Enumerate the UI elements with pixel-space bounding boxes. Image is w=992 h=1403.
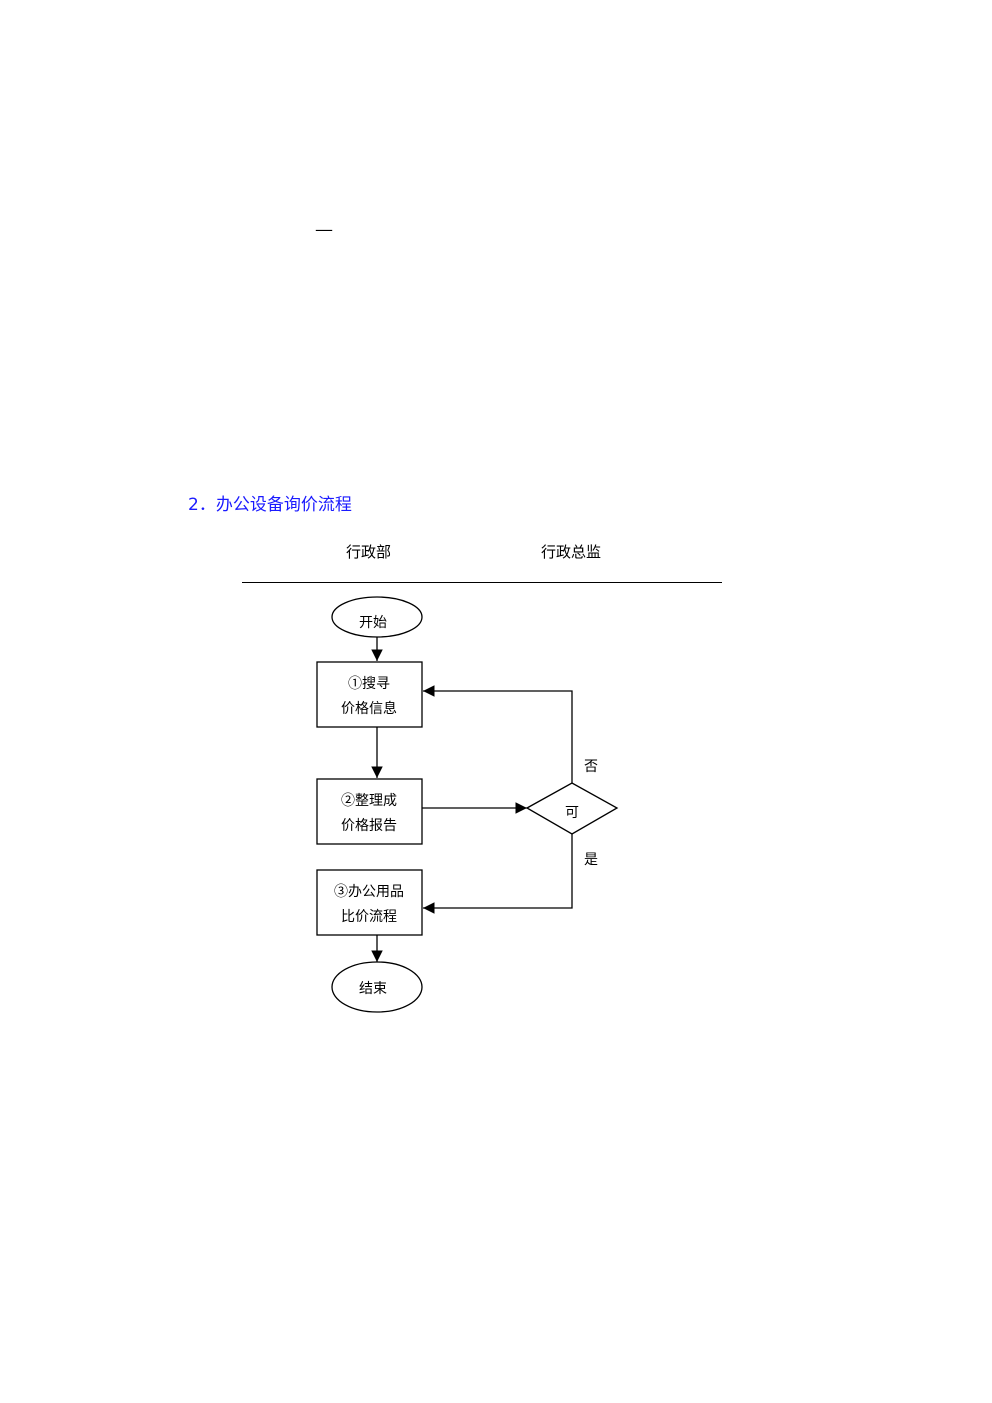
step3-node: ③办公用品 比价流程 — [316, 869, 423, 936]
step3-label-line2: 比价流程 — [341, 909, 397, 925]
yes-branch-label: 是 — [584, 852, 598, 868]
no-branch-label: 否 — [584, 759, 598, 775]
lane-header-admin-dept: 行政部 — [346, 543, 392, 561]
stray-dash-mark: — — [315, 219, 333, 240]
end-label: 结束 — [359, 981, 387, 997]
decision-label: 可 — [565, 805, 579, 821]
step1-label-line2: 价格信息 — [341, 700, 397, 717]
step3-label-line1: ③办公用品 — [334, 884, 404, 900]
section-title: 2．办公设备询价流程 — [188, 495, 352, 515]
decision-node: 可 — [525, 782, 619, 835]
end-node: 结束 — [331, 961, 423, 1013]
start-label: 开始 — [359, 615, 387, 631]
lane-header-admin-director: 行政总监 — [541, 543, 602, 561]
start-node: 开始 — [331, 596, 423, 638]
step2-label-line1: ②整理成 — [341, 793, 397, 809]
step1-label-line1: ①搜寻 — [348, 676, 390, 692]
lane-divider — [242, 582, 722, 583]
connector-decision-no — [423, 685, 573, 783]
step1-node: ①搜寻 价格信息 — [316, 661, 423, 728]
connector-decision-yes — [423, 834, 573, 914]
step2-node: ②整理成 价格报告 — [316, 778, 423, 845]
step2-label-line2: 价格报告 — [341, 818, 397, 834]
